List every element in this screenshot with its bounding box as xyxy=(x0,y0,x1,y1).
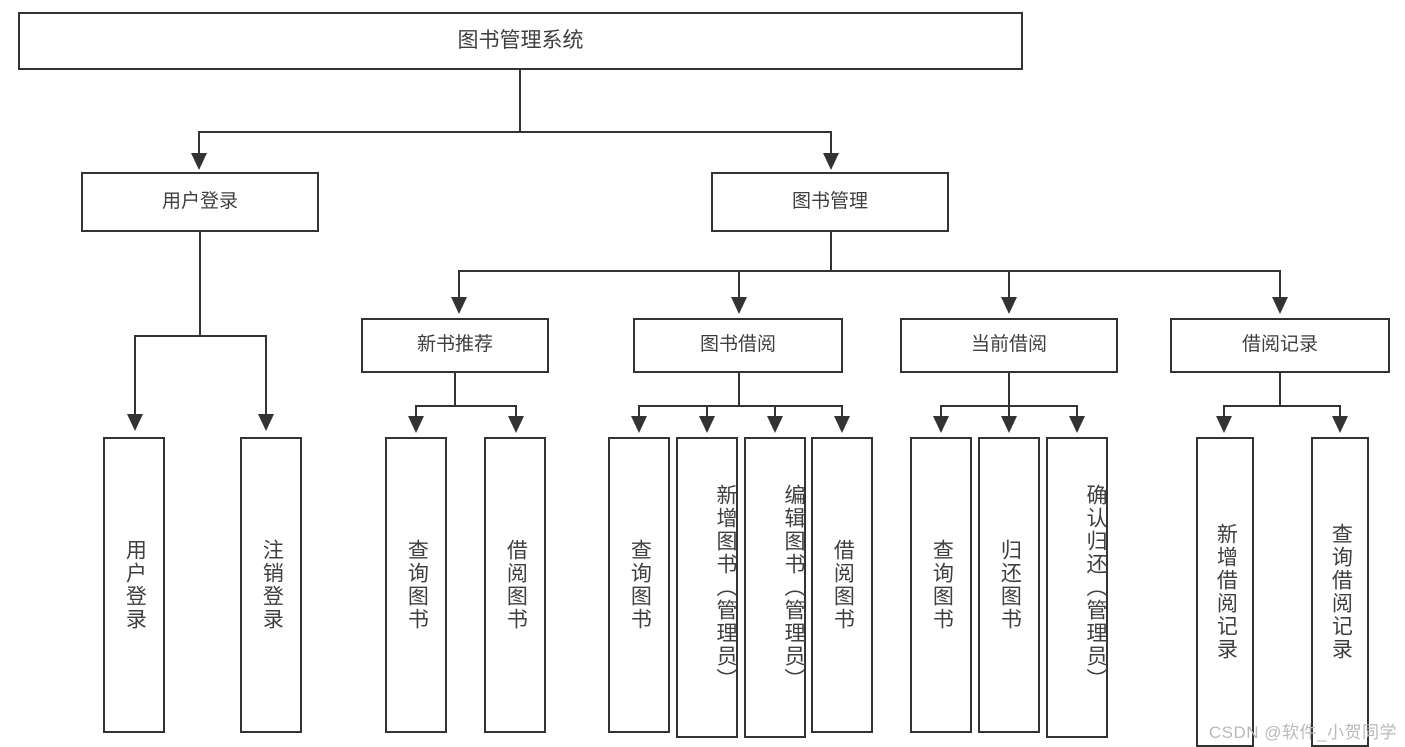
leaf-query-book-recommend[interactable]: 查询图书 xyxy=(385,437,447,733)
edge-new-book-recommend-trunk xyxy=(454,373,456,407)
arrow-down-icon xyxy=(699,416,715,433)
arrow-down-icon xyxy=(731,297,747,314)
edge-bb-to-leaf-4 xyxy=(841,405,843,419)
edge-to-new-book-recommend xyxy=(458,270,460,300)
edge-cb-to-leaf-2 xyxy=(1008,405,1010,419)
edge-book-manage-split-bar xyxy=(458,270,1281,272)
node-new-book-recommend[interactable]: 新书推荐 xyxy=(361,318,549,373)
edge-cb-to-leaf-3 xyxy=(1076,405,1078,419)
arrow-down-icon xyxy=(1001,416,1017,433)
edge-root-to-user-login xyxy=(198,131,200,156)
edge-borrow-record-split-bar xyxy=(1223,405,1340,407)
leaf-borrow-book-recommend[interactable]: 借阅图书 xyxy=(484,437,546,733)
arrow-down-icon xyxy=(408,416,424,433)
edge-book-manage-trunk xyxy=(830,232,832,272)
arrow-down-icon xyxy=(1216,416,1232,433)
leaf-confirm-return-admin[interactable]: 确认归还（管理员） xyxy=(1046,437,1108,738)
node-book-borrow[interactable]: 图书借阅 xyxy=(633,318,843,373)
edge-user-login-to-leaf-2 xyxy=(265,335,267,417)
edge-borrow-record-trunk xyxy=(1279,373,1281,407)
edge-user-login-to-leaf-1 xyxy=(134,335,136,417)
node-root-system[interactable]: 图书管理系统 xyxy=(18,12,1023,70)
arrow-down-icon xyxy=(508,416,524,433)
arrow-down-icon xyxy=(767,416,783,433)
node-user-login[interactable]: 用户登录 xyxy=(81,172,319,232)
leaf-add-book-admin[interactable]: 新增图书（管理员） xyxy=(676,437,738,738)
edge-user-login-trunk xyxy=(199,232,201,336)
edge-bb-to-leaf-3 xyxy=(774,405,776,419)
arrow-down-icon xyxy=(1001,297,1017,314)
edge-to-book-borrow xyxy=(738,270,740,300)
arrow-down-icon xyxy=(1069,416,1085,433)
arrow-down-icon xyxy=(191,153,207,170)
edge-br-to-leaf-1 xyxy=(1223,405,1225,419)
edge-book-borrow-trunk xyxy=(738,373,740,407)
edge-user-login-split-bar xyxy=(134,335,266,337)
arrow-down-icon xyxy=(1332,416,1348,433)
arrow-down-icon xyxy=(258,414,274,431)
leaf-borrow-book[interactable]: 借阅图书 xyxy=(811,437,873,733)
arrow-down-icon xyxy=(1272,297,1288,314)
edge-current-borrow-trunk xyxy=(1008,373,1010,407)
arrow-down-icon xyxy=(933,416,949,433)
arrow-down-icon xyxy=(834,416,850,433)
arrow-down-icon xyxy=(127,414,143,431)
node-book-manage[interactable]: 图书管理 xyxy=(711,172,949,232)
node-borrow-record[interactable]: 借阅记录 xyxy=(1170,318,1390,373)
leaf-query-book-borrow[interactable]: 查询图书 xyxy=(608,437,670,733)
edge-nbr-to-leaf-1 xyxy=(415,405,417,419)
arrow-down-icon xyxy=(451,297,467,314)
edge-cb-to-leaf-1 xyxy=(940,405,942,419)
leaf-edit-book-admin[interactable]: 编辑图书（管理员） xyxy=(744,437,806,738)
edge-nbr-to-leaf-2 xyxy=(515,405,517,419)
edge-br-to-leaf-2 xyxy=(1339,405,1341,419)
edge-new-book-recommend-split-bar xyxy=(415,405,516,407)
leaf-query-borrow-record[interactable]: 查询借阅记录 xyxy=(1311,437,1369,747)
edge-root-trunk xyxy=(519,70,521,132)
edge-root-to-book-manage xyxy=(830,131,832,156)
edge-to-borrow-record xyxy=(1279,270,1281,300)
node-current-borrow[interactable]: 当前借阅 xyxy=(900,318,1118,373)
leaf-return-book[interactable]: 归还图书 xyxy=(978,437,1040,733)
leaf-user-logout[interactable]: 注销登录 xyxy=(240,437,302,733)
edge-to-current-borrow xyxy=(1008,270,1010,300)
leaf-add-borrow-record[interactable]: 新增借阅记录 xyxy=(1196,437,1254,747)
edge-root-split-bar xyxy=(198,131,832,133)
leaf-user-login[interactable]: 用户登录 xyxy=(103,437,165,733)
edge-bb-to-leaf-1 xyxy=(638,405,640,419)
edge-book-borrow-split-bar xyxy=(638,405,842,407)
leaf-query-book-current[interactable]: 查询图书 xyxy=(910,437,972,733)
edge-bb-to-leaf-2 xyxy=(706,405,708,419)
arrow-down-icon xyxy=(631,416,647,433)
arrow-down-icon xyxy=(823,153,839,170)
